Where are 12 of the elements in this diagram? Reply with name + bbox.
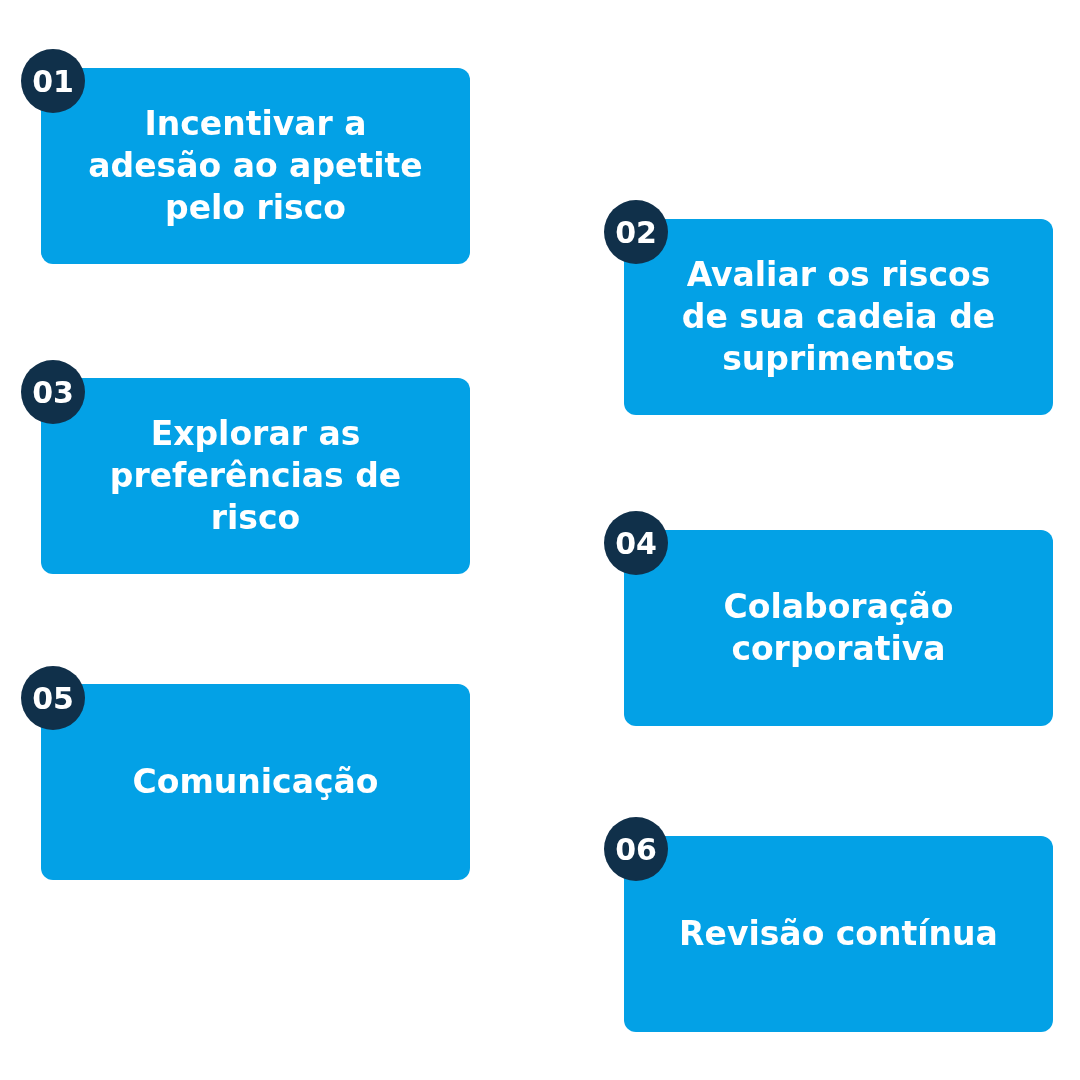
step-text: Comunicação bbox=[132, 761, 379, 803]
step-text: Explorar as preferências de risco bbox=[108, 413, 403, 539]
step-text: Colaboração corporativa bbox=[722, 586, 955, 670]
step-number: 05 bbox=[21, 666, 85, 730]
step-number: 02 bbox=[604, 200, 668, 264]
step-number: 06 bbox=[604, 817, 668, 881]
step-number: 04 bbox=[604, 511, 668, 575]
step-text: Incentivar a adesão ao apetite pelo risco bbox=[87, 103, 424, 229]
step-text: Revisão contínua bbox=[679, 913, 998, 955]
step-text: Avaliar os riscos de sua cadeia de suprimentos bbox=[680, 254, 997, 380]
step-number: 03 bbox=[21, 360, 85, 424]
step-number: 01 bbox=[21, 49, 85, 113]
